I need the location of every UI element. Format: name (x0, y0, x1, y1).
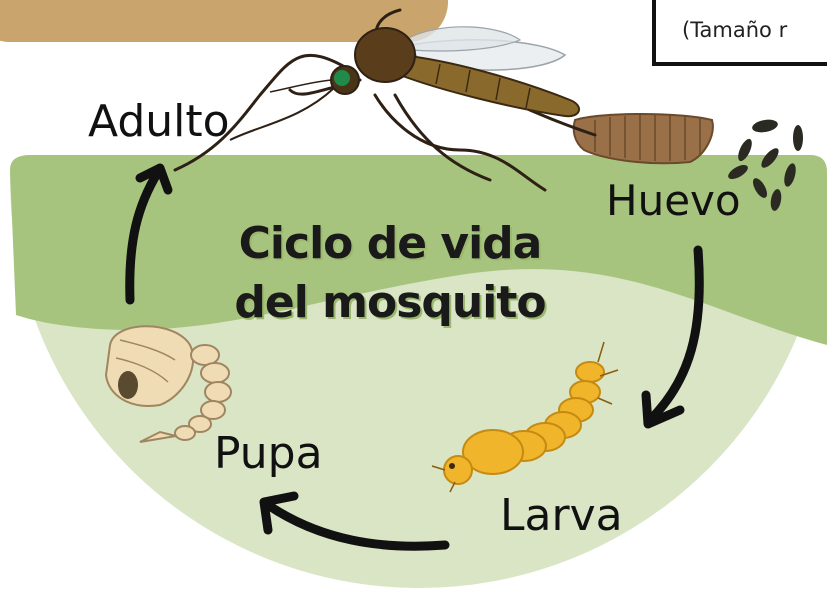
arrow-egg-to-larva-head (641, 390, 685, 429)
egg-raft-icon (572, 113, 714, 165)
larva-icon (431, 341, 619, 493)
pond (9, 155, 827, 589)
title-line-1: Ciclo de vida (238, 218, 543, 269)
size-note-text: (Tamaño r (682, 18, 788, 42)
egg-cluster-icon (728, 119, 803, 211)
banner-partial-text: g (94, 0, 126, 1)
arrow-larva-to-pupa-head (259, 491, 299, 535)
adult-mosquito-icon (173, 8, 597, 192)
pupa-icon (104, 325, 232, 443)
title-line-2: del mosquito (234, 277, 546, 329)
pond-dark-water (10, 155, 827, 345)
cycle-arrows (125, 163, 704, 551)
stage-label-adult: Adulto (88, 96, 230, 147)
stage-label-pupa: Pupa (214, 428, 323, 479)
diagram-title: Ciclo de vida del mosquito (180, 214, 600, 333)
arrow-pupa-to-adult (125, 167, 163, 305)
arrow-pupa-to-adult-head (135, 163, 173, 195)
arrow-egg-to-larva (645, 245, 704, 425)
stage-label-egg: Huevo (606, 176, 741, 225)
stage-label-larva: Larva (500, 490, 623, 541)
size-note-box: (Tamaño r (652, 0, 827, 66)
arrow-larva-to-pupa (263, 500, 450, 551)
